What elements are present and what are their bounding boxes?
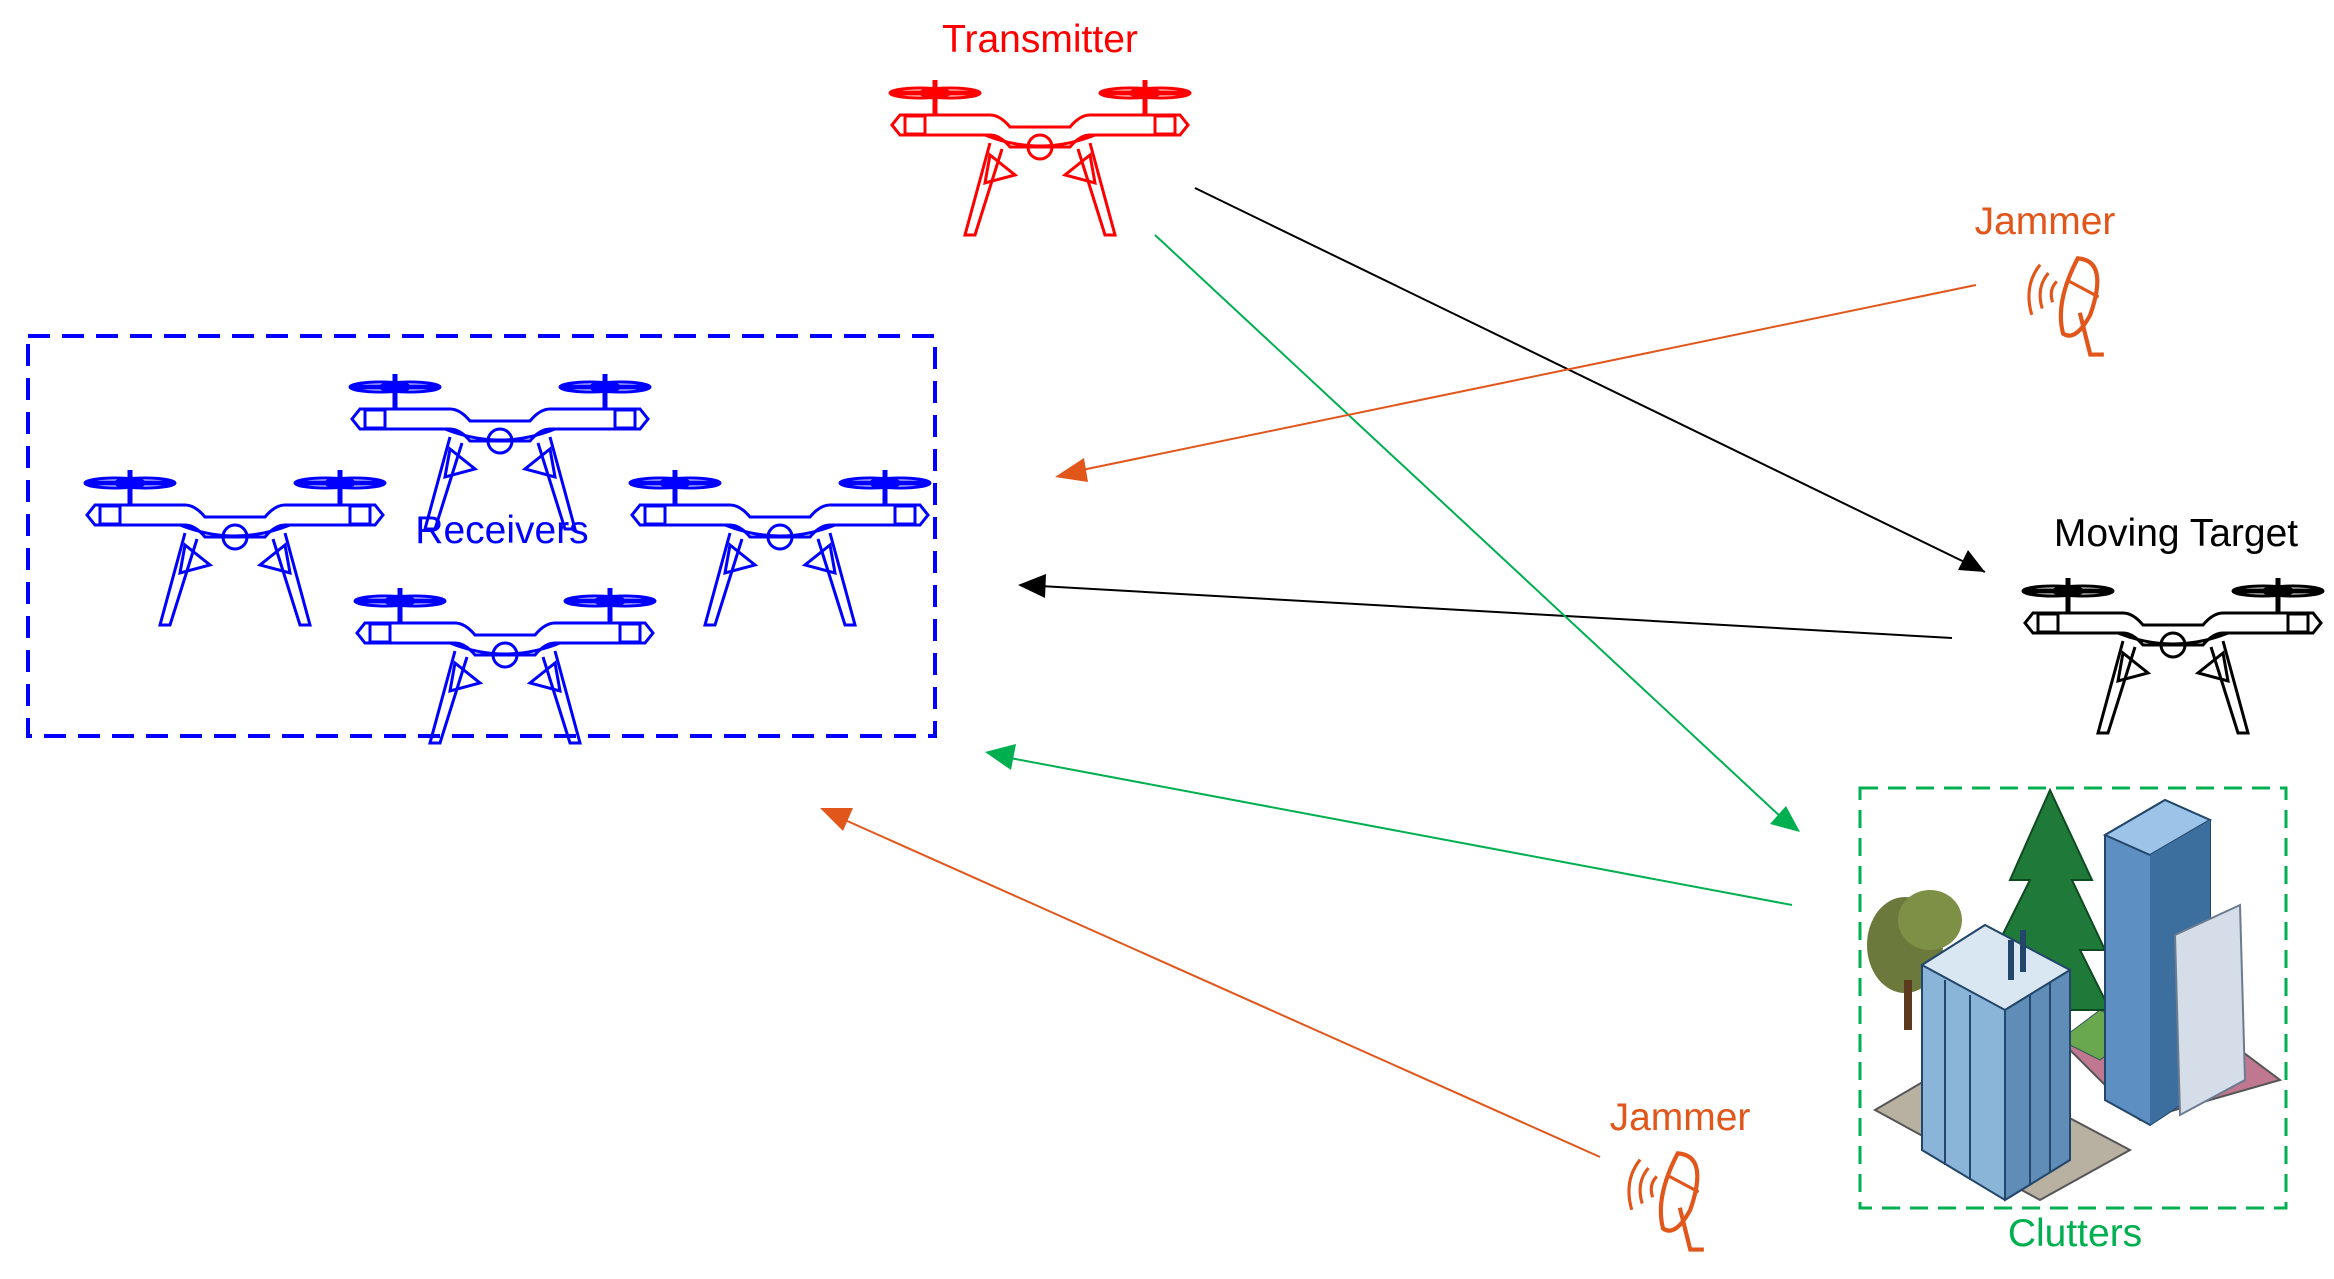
moving-target-drone-icon [2023, 578, 2323, 733]
arrowhead [1018, 574, 1046, 598]
transmitter-to-clutter-path [1154, 234, 1783, 819]
receiver-drone-icon [85, 470, 385, 625]
jammer-bottom-to-receivers-path [844, 819, 1601, 1158]
receiver-drone-icon [630, 470, 930, 625]
arrowhead [1055, 458, 1088, 482]
clutter-to-receivers-path [1009, 757, 1793, 906]
target-to-receivers-path [1039, 585, 1953, 639]
clutters-label: Clutters [2008, 1212, 2142, 1255]
city-buildings-and-trees-icon [1867, 787, 2283, 1202]
transmitter-label: Transmitter [942, 18, 1138, 61]
moving-target-label: Moving Target [2054, 512, 2298, 555]
arrowhead [1770, 806, 1800, 832]
receivers-box [26, 334, 937, 738]
transmitter-drone-icon [890, 80, 1190, 235]
transmitter-to-target-path [1194, 187, 1986, 573]
jammer-bottom-icon [1629, 1153, 1704, 1249]
receiver-drone-icon [350, 374, 650, 529]
jammer-bottom-label: Jammer [1610, 1096, 1751, 1139]
receivers-label: Receivers [415, 509, 588, 552]
arrowhead [1958, 550, 1985, 572]
jammer-top-to-receivers-path [1081, 284, 1977, 471]
jammer-top-icon [2029, 258, 2104, 354]
clutters-box [1858, 786, 2288, 1210]
arrowhead [985, 744, 1016, 770]
receiver-drone-icon [355, 588, 655, 743]
arrowhead [820, 808, 853, 831]
jammer-top-label: Jammer [1975, 200, 2116, 243]
